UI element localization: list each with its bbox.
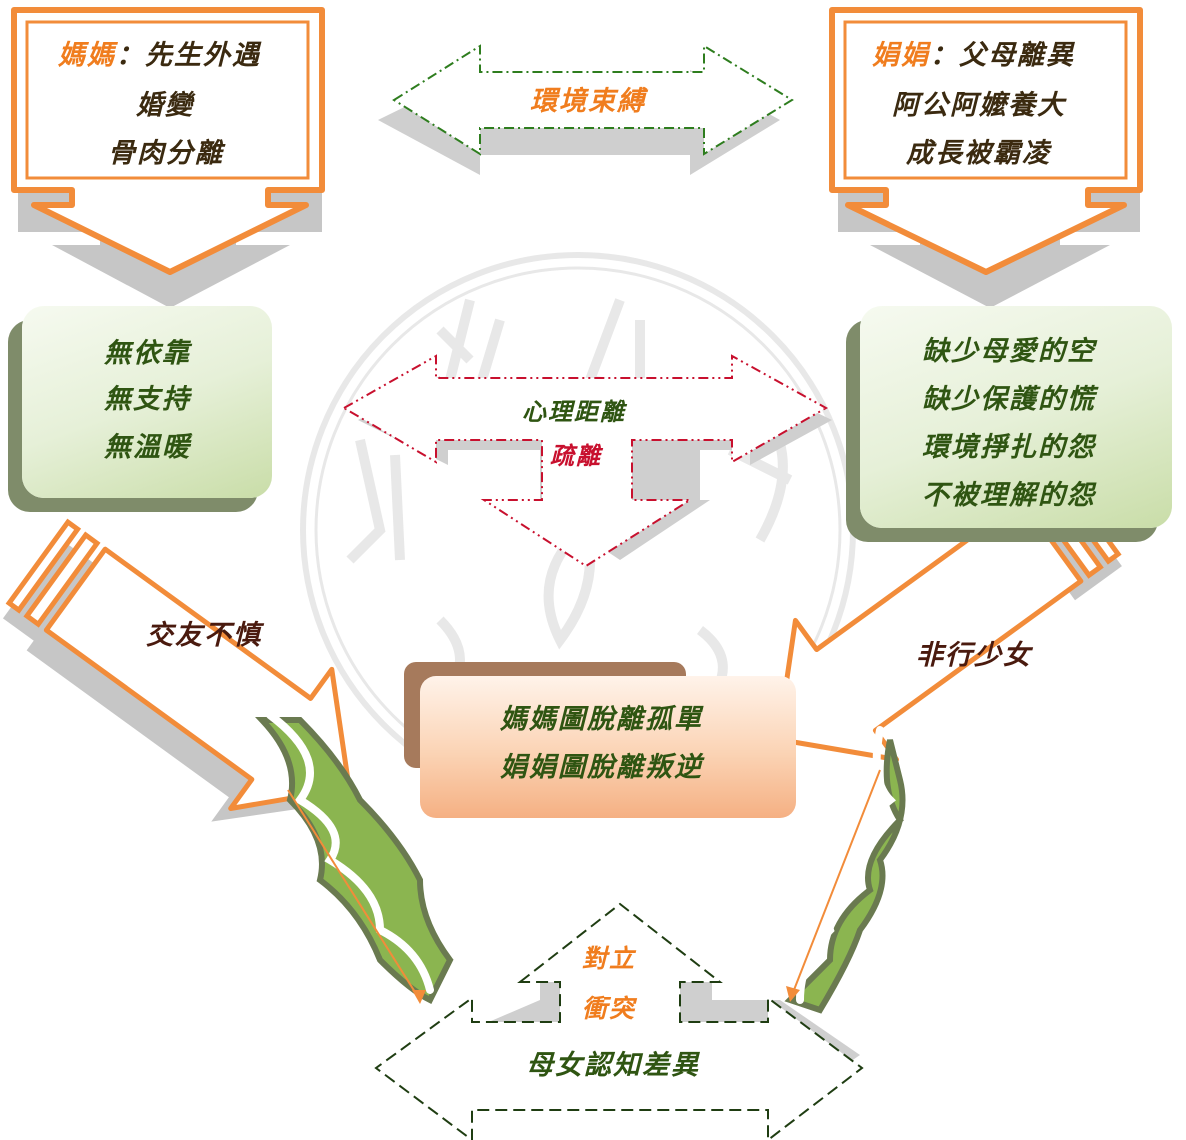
left-leaf-decoration (255, 711, 454, 1005)
top-left-title: 媽媽：先生外遇 (58, 42, 261, 69)
top-left-line2: 婚變 (136, 90, 194, 121)
peach-box-line-1: 媽媽圖脫離孤單 (500, 704, 703, 735)
right-leaf-decoration (784, 726, 906, 1014)
bottom-arrow-label: 母女認知差異 (526, 1050, 700, 1081)
left-box-line-1: 無依靠 (104, 338, 191, 369)
top-left-name: 媽媽 (58, 40, 116, 71)
right-box-line-1: 缺少母愛的空 (922, 336, 1096, 367)
right-box-line-2: 缺少保護的慌 (922, 384, 1096, 415)
left-green-box (22, 306, 272, 498)
top-right-name: 娟娟 (872, 40, 930, 71)
right-diag-label: 非行少女 (916, 640, 1032, 671)
bottom-arrow-shape (374, 902, 864, 1140)
top-double-arrow-shape (378, 44, 794, 175)
top-left-callout-shape (11, 7, 325, 308)
top-right-line3: 成長被霸凌 (906, 138, 1051, 169)
top-right-title: 娟娟：父母離異 (872, 42, 1075, 69)
top-right-line2: 阿公阿嬤養大 (892, 90, 1066, 121)
bottom-arrow-line-1: 對立 (582, 944, 637, 973)
left-diag-label: 交友不慎 (146, 620, 262, 651)
center-arrow-shape (341, 354, 832, 568)
top-arrow-label: 環境束縛 (530, 86, 646, 117)
center-arrow-line-2: 疏離 (550, 441, 602, 470)
top-left-colon: ： (116, 40, 145, 71)
peach-box (420, 676, 796, 818)
left-diag-arrow-shape (2, 518, 352, 822)
top-right-callout-shape (829, 7, 1143, 308)
top-left-line3: 骨肉分離 (108, 138, 224, 169)
bottom-arrow-line-2: 衝突 (582, 994, 637, 1023)
right-green-box (860, 306, 1172, 528)
top-right-colon: ： (930, 40, 959, 71)
top-right-line1: 父母離異 (959, 40, 1075, 71)
top-left-line1: 先生外遇 (145, 40, 261, 71)
left-box-line-2: 無支持 (104, 384, 191, 415)
right-box-line-3: 環境掙扎的怨 (922, 432, 1096, 463)
center-arrow-line-1: 心理距離 (522, 397, 626, 426)
right-box-line-4: 不被理解的怨 (922, 480, 1096, 511)
left-box-line-3: 無溫暖 (104, 432, 191, 463)
peach-box-line-2: 娟娟圖脫離叛逆 (500, 752, 703, 783)
